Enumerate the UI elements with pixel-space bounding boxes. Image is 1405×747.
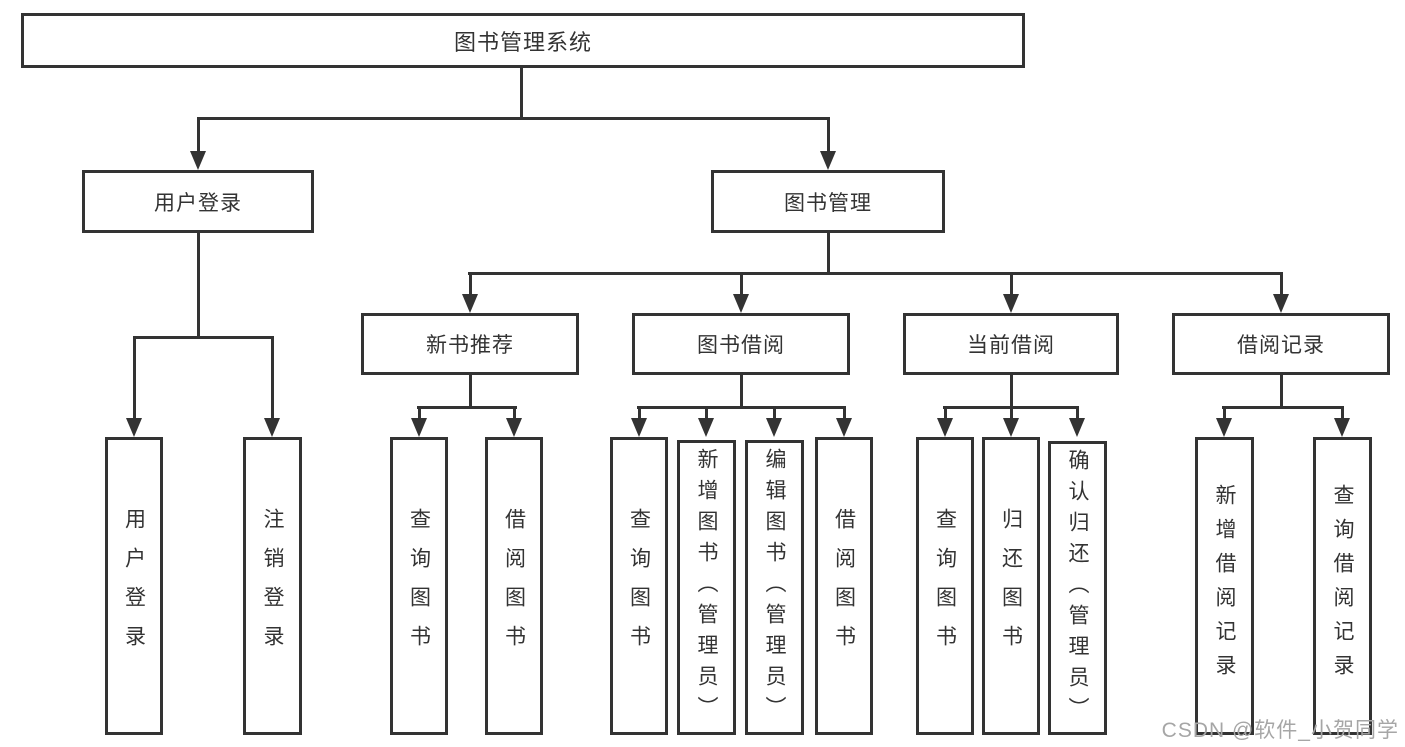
node-user-login: 用户登录 [82,170,314,233]
leaf-recommend-borrow-book: 借阅图书 [485,437,543,735]
connector-drop-recommend-borrow [513,406,516,422]
leaf-recommend-borrow-book-label: 借阅图书 [502,508,526,664]
arrowhead-book-management [820,151,836,170]
connector-drop-leaf-logout [271,336,274,420]
arrowhead-current-query [937,418,953,437]
connector-drop-user-login [197,117,200,154]
node-book-management-label: 图书管理 [784,191,872,215]
connector-drop-book-management [827,117,830,154]
node-new-book-recommend: 新书推荐 [361,313,579,375]
connector-drop-add-book [705,406,708,422]
connector-recommend-stem [469,375,472,409]
arrowhead-borrow-record [1273,294,1289,313]
leaf-borrow-borrow-book-label: 借阅图书 [832,508,856,664]
connector-drop-borrow-book [843,406,846,422]
node-user-login-label: 用户登录 [154,191,242,215]
leaf-confirm-return-admin: 确认归还（管理员） [1048,441,1107,735]
node-new-book-recommend-label: 新书推荐 [426,334,514,357]
leaf-confirm-return-admin-label: 确认归还（管理员） [1066,448,1089,728]
connector-record-stem [1280,375,1283,409]
node-book-borrow: 图书借阅 [632,313,850,375]
leaf-query-borrow-record: 查询借阅记录 [1313,437,1372,735]
node-borrow-record-label: 借阅记录 [1237,334,1325,357]
arrowhead-current-borrow [1003,294,1019,313]
connector-drop-return-book [1010,406,1013,422]
arrowhead-confirm-return [1069,418,1085,437]
leaf-logout-label: 注销登录 [261,508,284,664]
connector-drop-current-borrow [1010,272,1013,298]
leaf-borrow-query-book-label: 查询图书 [627,508,651,664]
connector-record-bus [1222,406,1344,409]
node-current-borrow: 当前借阅 [903,313,1119,375]
leaf-user-login: 用户登录 [105,437,163,735]
node-current-borrow-label: 当前借阅 [967,334,1055,357]
leaf-edit-book-admin: 编辑图书（管理员） [745,440,804,735]
connector-drop-book-borrow [740,272,743,298]
leaf-add-book-admin: 新增图书（管理员） [677,440,736,735]
node-root-label: 图书管理系统 [453,29,592,55]
connector-user-login-bus [133,336,274,339]
connector-level2-bus [197,117,830,120]
connector-recommend-bus [417,406,517,409]
leaf-current-query-book: 查询图书 [916,437,974,735]
node-root: 图书管理系统 [21,13,1025,68]
node-book-management: 图书管理 [711,170,945,233]
leaf-query-borrow-record-label: 查询借阅记录 [1331,484,1354,688]
leaf-logout: 注销登录 [243,437,302,735]
leaf-add-book-admin-label: 新增图书（管理员） [695,448,718,727]
arrowhead-user-login [190,151,206,170]
connector-book-borrow-bus [637,406,846,409]
leaf-borrow-borrow-book: 借阅图书 [815,437,873,735]
leaf-current-query-book-label: 查询图书 [933,508,957,664]
arrowhead-return-book [1003,418,1019,437]
connector-drop-current-query [944,406,947,422]
connector-drop-leaf-user-login [133,336,136,420]
leaf-user-login-label: 用户登录 [122,508,146,664]
csdn-watermark: CSDN @软件_小贺同学 [1161,719,1399,742]
arrowhead-add-book [698,418,714,437]
arrowhead-recommend-borrow [506,418,522,437]
connector-book-management-stem [827,233,830,274]
connector-drop-borrow-query [638,406,641,422]
connector-current-stem [1010,375,1013,409]
connector-drop-borrow-record [1280,272,1283,298]
leaf-recommend-query-book: 查询图书 [390,437,448,735]
leaf-recommend-query-book-label: 查询图书 [407,508,431,664]
arrowhead-recommend-query [411,418,427,437]
arrowhead-leaf-user-login [126,418,142,437]
arrowhead-book-borrow [733,294,749,313]
leaf-add-borrow-record-label: 新增借阅记录 [1213,484,1236,688]
leaf-return-book: 归还图书 [982,437,1040,735]
connector-drop-confirm-return [1076,406,1079,422]
connector-root-stem [520,68,523,118]
connector-user-login-stem [197,233,200,339]
connector-drop-query-record [1341,406,1344,422]
connector-drop-new-book-recommend [469,272,472,298]
leaf-return-book-label: 归还图书 [999,508,1023,664]
leaf-edit-book-admin-label: 编辑图书（管理员） [763,448,786,727]
connector-level3-bus [468,272,1283,275]
arrowhead-borrow-book [836,418,852,437]
connector-drop-add-record [1223,406,1226,422]
connector-drop-recommend-query [418,406,421,422]
arrowhead-new-book-recommend [462,294,478,313]
arrowhead-borrow-query [631,418,647,437]
connector-book-borrow-stem [740,375,743,409]
leaf-add-borrow-record: 新增借阅记录 [1195,437,1254,735]
arrowhead-edit-book [766,418,782,437]
node-borrow-record: 借阅记录 [1172,313,1390,375]
arrowhead-leaf-logout [264,418,280,437]
arrowhead-add-record [1216,418,1232,437]
node-book-borrow-label: 图书借阅 [697,334,785,357]
leaf-borrow-query-book: 查询图书 [610,437,668,735]
arrowhead-query-record [1334,418,1350,437]
connector-drop-edit-book [773,406,776,422]
